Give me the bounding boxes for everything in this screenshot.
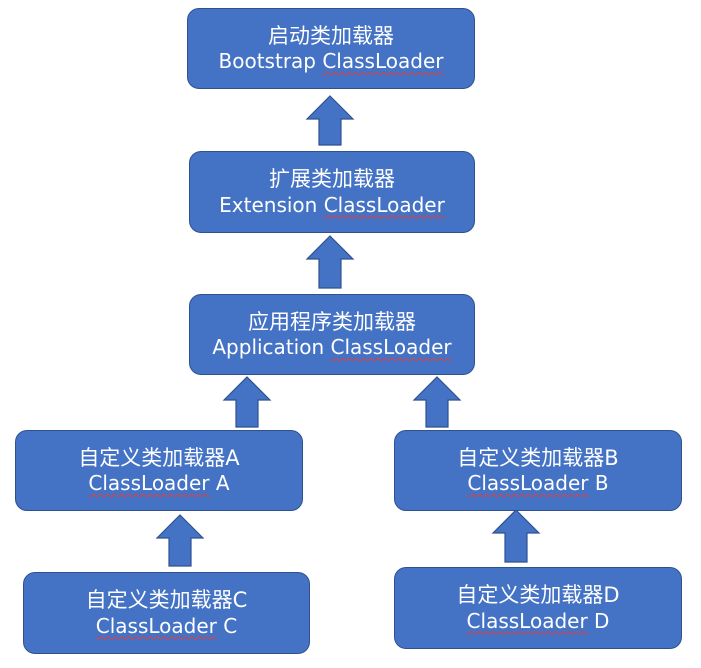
bootstrap-subtitle-classloader: ClassLoader bbox=[322, 49, 444, 74]
application-classloader-box: 应用程序类加载器 Application ClassLoader bbox=[189, 294, 475, 375]
application-subtitle-classloader: ClassLoader bbox=[330, 335, 452, 360]
custom-classloader-c-box: 自定义类加载器C ClassLoader C bbox=[23, 572, 310, 654]
application-subtitle-prefix: Application bbox=[212, 335, 331, 360]
bootstrap-title: 启动类加载器 bbox=[268, 23, 394, 48]
custom-c-title: 自定义类加载器C bbox=[85, 588, 248, 613]
bootstrap-subtitle-prefix: Bootstrap bbox=[218, 49, 323, 74]
arrow-custom-a-to-application bbox=[222, 376, 272, 428]
arrow-extension-to-bootstrap bbox=[305, 95, 355, 146]
extension-subtitle: Extension ClassLoader bbox=[219, 193, 445, 218]
custom-d-subtitle-classloader: ClassLoader bbox=[466, 608, 588, 633]
extension-title: 扩展类加载器 bbox=[269, 167, 395, 192]
custom-b-subtitle: ClassLoader B bbox=[467, 471, 608, 496]
extension-subtitle-prefix: Extension bbox=[219, 192, 324, 217]
custom-classloader-b-box: 自定义类加载器B ClassLoader B bbox=[394, 430, 682, 511]
arrow-custom-b-to-application bbox=[412, 376, 462, 428]
custom-a-title: 自定义类加载器A bbox=[78, 445, 240, 470]
custom-a-subtitle-classloader: ClassLoader bbox=[88, 471, 210, 496]
extension-classloader-box: 扩展类加载器 Extension ClassLoader bbox=[189, 151, 475, 233]
custom-c-subtitle: ClassLoader C bbox=[96, 614, 237, 639]
arrow-application-to-extension bbox=[305, 235, 355, 289]
custom-classloader-a-box: 自定义类加载器A ClassLoader A bbox=[15, 430, 303, 511]
arrow-custom-c-to-custom-a bbox=[155, 514, 205, 567]
bootstrap-classloader-box: 启动类加载器 Bootstrap ClassLoader bbox=[187, 8, 475, 89]
extension-subtitle-classloader: ClassLoader bbox=[323, 192, 445, 217]
custom-b-title: 自定义类加载器B bbox=[457, 445, 619, 470]
custom-a-subtitle: ClassLoader A bbox=[88, 471, 229, 496]
custom-a-subtitle-suffix: A bbox=[209, 471, 230, 496]
arrow-custom-d-to-custom-b bbox=[491, 509, 541, 563]
custom-c-subtitle-classloader: ClassLoader bbox=[95, 613, 217, 638]
custom-classloader-d-box: 自定义类加载器D ClassLoader D bbox=[394, 567, 682, 649]
custom-b-subtitle-suffix: B bbox=[588, 471, 609, 496]
application-subtitle: Application ClassLoader bbox=[212, 335, 451, 360]
custom-d-subtitle: ClassLoader D bbox=[467, 609, 610, 634]
custom-b-subtitle-classloader: ClassLoader bbox=[467, 471, 589, 496]
custom-c-subtitle-suffix: C bbox=[216, 613, 238, 638]
custom-d-subtitle-suffix: D bbox=[587, 608, 610, 633]
custom-d-title: 自定义类加载器D bbox=[456, 583, 620, 608]
application-title: 应用程序类加载器 bbox=[248, 309, 416, 334]
bootstrap-subtitle: Bootstrap ClassLoader bbox=[219, 49, 444, 74]
